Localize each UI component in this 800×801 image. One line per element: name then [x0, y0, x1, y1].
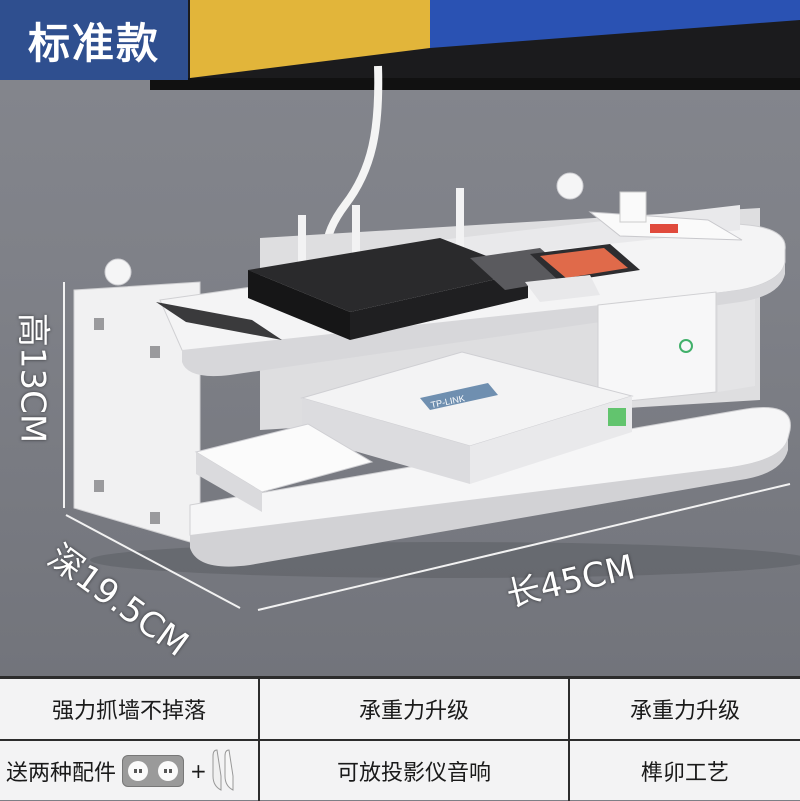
wall-hook-right — [556, 172, 584, 200]
small-white-router — [194, 423, 374, 493]
feature-load-upgrade-2: 承重力升级 — [629, 699, 740, 724]
white-speaker — [597, 291, 717, 405]
adhesive-hook-icon — [212, 749, 234, 791]
dimension-lines — [63, 282, 791, 611]
standard-version-badge: 标准款 — [0, 0, 188, 80]
shelf-scene: TP-LINK — [63, 0, 800, 611]
feature-table: 强力抓墙不掉落 承重力升级 承重力升级 送两种配件 + 可放投影仪音响 榫卯工艺 — [0, 676, 800, 801]
feature-row-2: 送两种配件 + 可放投影仪音响 榫卯工艺 — [0, 741, 800, 801]
black-router — [248, 188, 528, 340]
feature-holds-projector: 可放投影仪音响 — [260, 741, 570, 801]
remote-control — [156, 302, 282, 340]
tv-bottom-edge — [150, 0, 800, 90]
feature-load-upgrade: 承重力升级 — [260, 679, 570, 739]
plus-sign: + — [190, 759, 207, 783]
accessories-label: 送两种配件 — [6, 761, 117, 786]
feature-row-1: 强力抓墙不掉落 承重力升级 承重力升级 — [0, 679, 800, 741]
product-photo: TP-LINK 标准款 高13CM 深19.5CM 长45CM — [0, 0, 800, 676]
network-switch: TP-LINK — [300, 351, 634, 484]
feature-mortise-tenon: 榫卯工艺 — [640, 761, 729, 786]
height-dimension-label: 高13CM — [12, 312, 53, 444]
double-socket-plug-icon — [122, 755, 185, 787]
wall-hook-left — [104, 258, 132, 286]
feature-accessories: 送两种配件 + — [0, 741, 260, 801]
feature-strong-grip: 强力抓墙不掉落 — [0, 679, 260, 739]
